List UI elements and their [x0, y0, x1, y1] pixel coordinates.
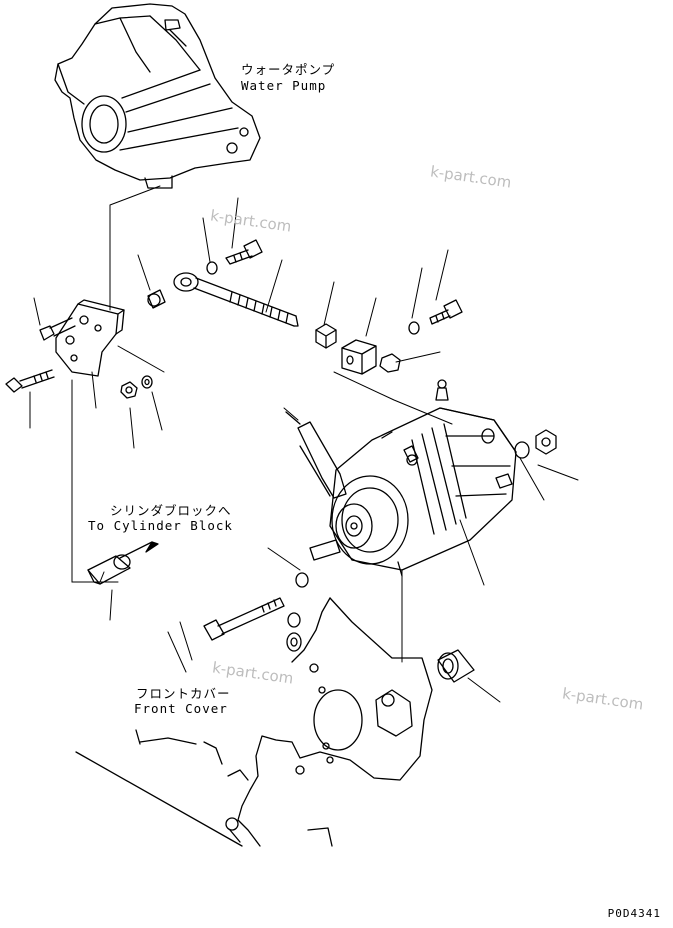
adjust-block	[342, 340, 376, 374]
cylinder-block-label-jp: シリンダブロックへ	[110, 503, 232, 518]
washer-lower-stack	[287, 613, 301, 651]
water-pump-label-en: Water Pump	[241, 78, 327, 93]
bolt-upper-left	[40, 318, 75, 340]
nut-alternator-right	[536, 430, 556, 454]
washer-upper-right	[409, 322, 419, 334]
nut-right	[380, 354, 400, 372]
bushing-right	[438, 650, 474, 682]
leader-lines	[30, 186, 578, 702]
drawing-code: P0D4341	[607, 907, 661, 920]
washer-top-center	[207, 262, 217, 274]
long-bolt-lower	[204, 598, 284, 640]
washer-alternator-right	[515, 442, 529, 458]
bolt-upper-right	[430, 300, 462, 324]
cylinder-block-pipe	[88, 555, 130, 584]
nut-left	[121, 382, 137, 398]
washer-lower-center	[296, 573, 308, 587]
adjusting-rod	[174, 273, 298, 326]
water-pump-label-jp: ウォータポンプ	[241, 62, 336, 77]
spacer-upper	[148, 290, 165, 308]
cylinder-block-label-en: To Cylinder Block	[88, 518, 233, 533]
bolt-top-center	[226, 240, 262, 264]
alternator	[286, 380, 516, 576]
water-pump	[55, 4, 260, 188]
nut-center	[316, 324, 336, 348]
bolt-long-left	[6, 370, 54, 392]
front-cover-label-jp: フロントカバー	[136, 686, 231, 701]
front-cover-label-en: Front Cover	[134, 701, 228, 716]
washer-left	[142, 376, 152, 388]
front-cover	[76, 598, 432, 846]
mounting-bracket	[56, 300, 124, 376]
